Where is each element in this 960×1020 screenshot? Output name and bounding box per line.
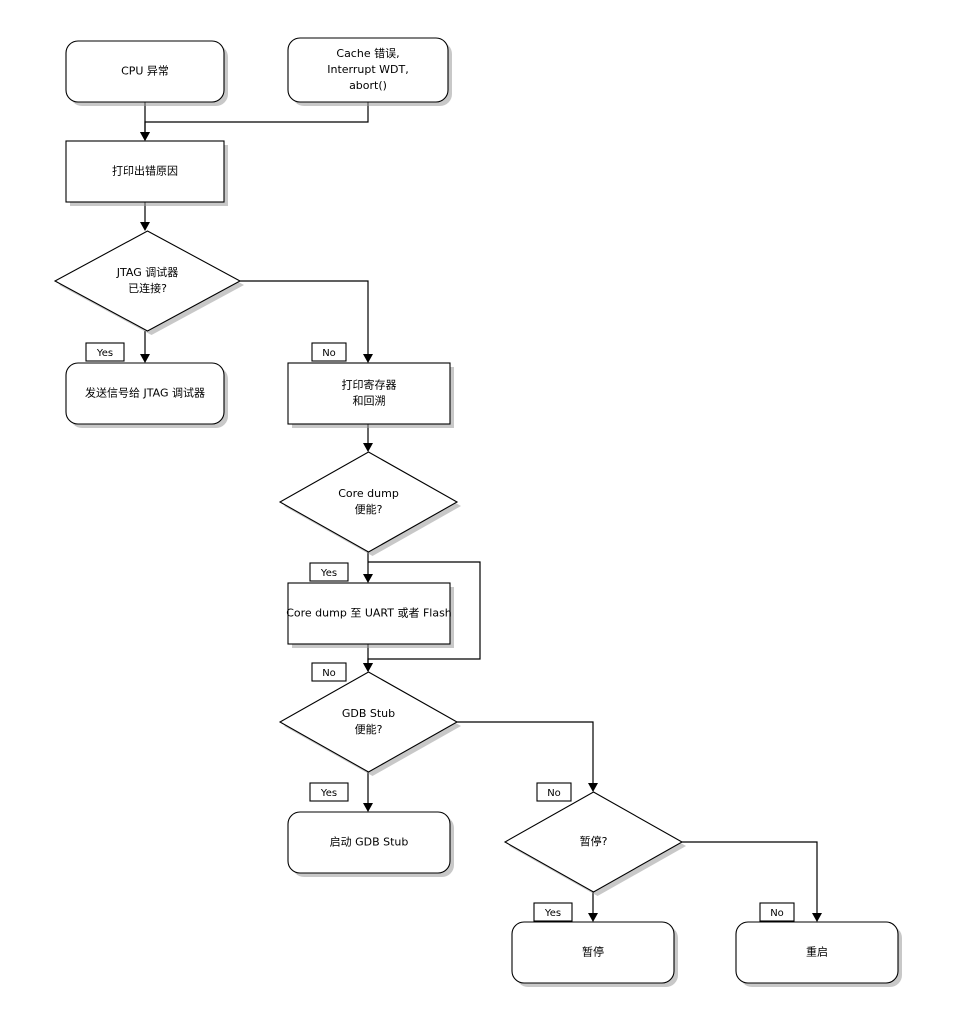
edge-label-jtag-no: No: [311, 342, 347, 362]
edge-coredump-yes-edge: [363, 552, 373, 583]
node-label: GDB Stub: [342, 707, 395, 720]
arrowhead-icon: [140, 132, 150, 141]
node-rect-shape[interactable]: [65, 140, 225, 203]
node-label: 启动 GDB Stub: [330, 836, 409, 849]
node-start-gdb-stub[interactable]: 启动 GDB Stub: [287, 811, 454, 877]
node-label: Core dump 至 UART 或者 Flash: [286, 607, 452, 620]
edge-label-text: No: [770, 908, 784, 919]
edge-label-box: [311, 342, 347, 362]
edge-jtag-no-edge: [240, 280, 373, 363]
node-diamond-shape[interactable]: [53, 230, 242, 332]
node-diamond-shape[interactable]: [503, 791, 684, 893]
edge-label-box: [533, 902, 573, 922]
node-label: 和回溯: [353, 395, 386, 408]
node-rounded-shape[interactable]: [287, 811, 451, 874]
node-label: CPU 异常: [121, 65, 169, 78]
arrowhead-icon: [588, 913, 598, 922]
node-gdb-stub-enabled[interactable]: GDB Stub 便能?: [278, 671, 461, 776]
edge-coredump-to-gdbstub: [363, 644, 373, 672]
edge-label-text: No: [547, 788, 561, 799]
edge-label-box: [536, 782, 572, 802]
node-label: JTAG 调试器: [116, 266, 178, 279]
arrowhead-icon: [363, 803, 373, 812]
arrowhead-icon: [140, 222, 150, 231]
edge-registers-to-coredump: [363, 424, 373, 452]
node-label: 打印出错原因: [112, 164, 178, 178]
node-rect-shape[interactable]: [287, 582, 451, 645]
arrowhead-icon: [140, 354, 150, 363]
node-label: Core dump: [338, 487, 399, 500]
edge-label-pause-no: No: [759, 902, 795, 922]
node-label: 打印寄存器: [342, 378, 397, 392]
node-label: 发送信号给 JTAG 调试器: [85, 386, 205, 400]
edge-gdbstub-no-edge: [457, 721, 598, 792]
node-label: abort(): [349, 79, 387, 92]
node-print-error-reason[interactable]: 打印出错原因: [65, 140, 228, 206]
edge-label-gdbstub-yes: Yes: [309, 782, 349, 802]
edge-label-text: Yes: [320, 568, 337, 579]
node-rounded-shape[interactable]: [65, 362, 225, 425]
edge-label-box: [759, 902, 795, 922]
arrowhead-icon: [363, 354, 373, 363]
node-label: Interrupt WDT,: [327, 63, 408, 76]
arrowhead-icon: [588, 783, 598, 792]
edge-label-text: Yes: [320, 788, 337, 799]
edge-label-gdbstub-no: No: [536, 782, 572, 802]
edge-label-coredump-yes: Yes: [309, 562, 349, 582]
edge-label-text: No: [322, 348, 336, 359]
edge-label-box: [309, 562, 349, 582]
edge-gdbstub-yes-edge: [363, 772, 373, 812]
edge-cache-to-print: [140, 102, 369, 141]
edge-label-pause-yes: Yes: [533, 902, 573, 922]
node-signal-jtag-debugger[interactable]: 发送信号给 JTAG 调试器: [65, 362, 228, 428]
node-rounded-shape[interactable]: [65, 40, 225, 103]
node-pause[interactable]: 暂停: [511, 921, 678, 987]
node-core-dump-to-uart-flash[interactable]: Core dump 至 UART 或者 Flash: [286, 582, 454, 648]
edge-pause-yes-edge: [588, 892, 598, 922]
edge-label-jtag-yes: Yes: [85, 342, 125, 362]
node-label: 便能?: [355, 502, 383, 516]
node-rounded-shape[interactable]: [511, 921, 675, 984]
node-label: Cache 错误,: [336, 46, 399, 60]
edge-label-box: [311, 662, 347, 682]
arrowhead-icon: [363, 443, 373, 452]
node-label: 已连接?: [128, 282, 167, 295]
node-rounded-shape[interactable]: [287, 37, 449, 103]
node-core-dump-enabled[interactable]: Core dump 便能?: [278, 451, 461, 556]
edge-pause-no-edge: [682, 841, 822, 922]
edge-label-text: No: [322, 668, 336, 679]
edge-label-box: [85, 342, 125, 362]
arrowhead-icon: [812, 913, 822, 922]
nodes-layer: CPU 异常 Cache 错误, Interrupt WDT, abort() 打印出错…: [53, 37, 902, 987]
arrowhead-icon: [363, 663, 373, 672]
edge-jtag-yes-edge: [140, 331, 150, 363]
node-diamond-shape[interactable]: [278, 671, 459, 773]
node-cpu-exception[interactable]: CPU 异常: [65, 40, 228, 106]
edges-layer: [140, 102, 822, 922]
edge-label-text: Yes: [96, 348, 113, 359]
node-label: 暂停: [582, 945, 604, 959]
node-restart[interactable]: 重启: [735, 921, 902, 987]
edge-print-to-jtag: [140, 202, 150, 231]
node-rounded-shape[interactable]: [735, 921, 899, 984]
node-rect-shape[interactable]: [287, 362, 451, 425]
edge-label-text: Yes: [544, 908, 561, 919]
edge-label-coredump-no: No: [311, 662, 347, 682]
node-diamond-shape[interactable]: [278, 451, 459, 553]
node-label: 便能?: [355, 722, 383, 736]
node-pause-question[interactable]: 暂停?: [503, 791, 686, 896]
node-cache-error[interactable]: Cache 错误, Interrupt WDT, abort(): [287, 37, 452, 106]
node-label: 暂停?: [580, 834, 608, 848]
arrowhead-icon: [363, 574, 373, 583]
node-label: 重启: [806, 945, 828, 959]
edge-label-box: [309, 782, 349, 802]
